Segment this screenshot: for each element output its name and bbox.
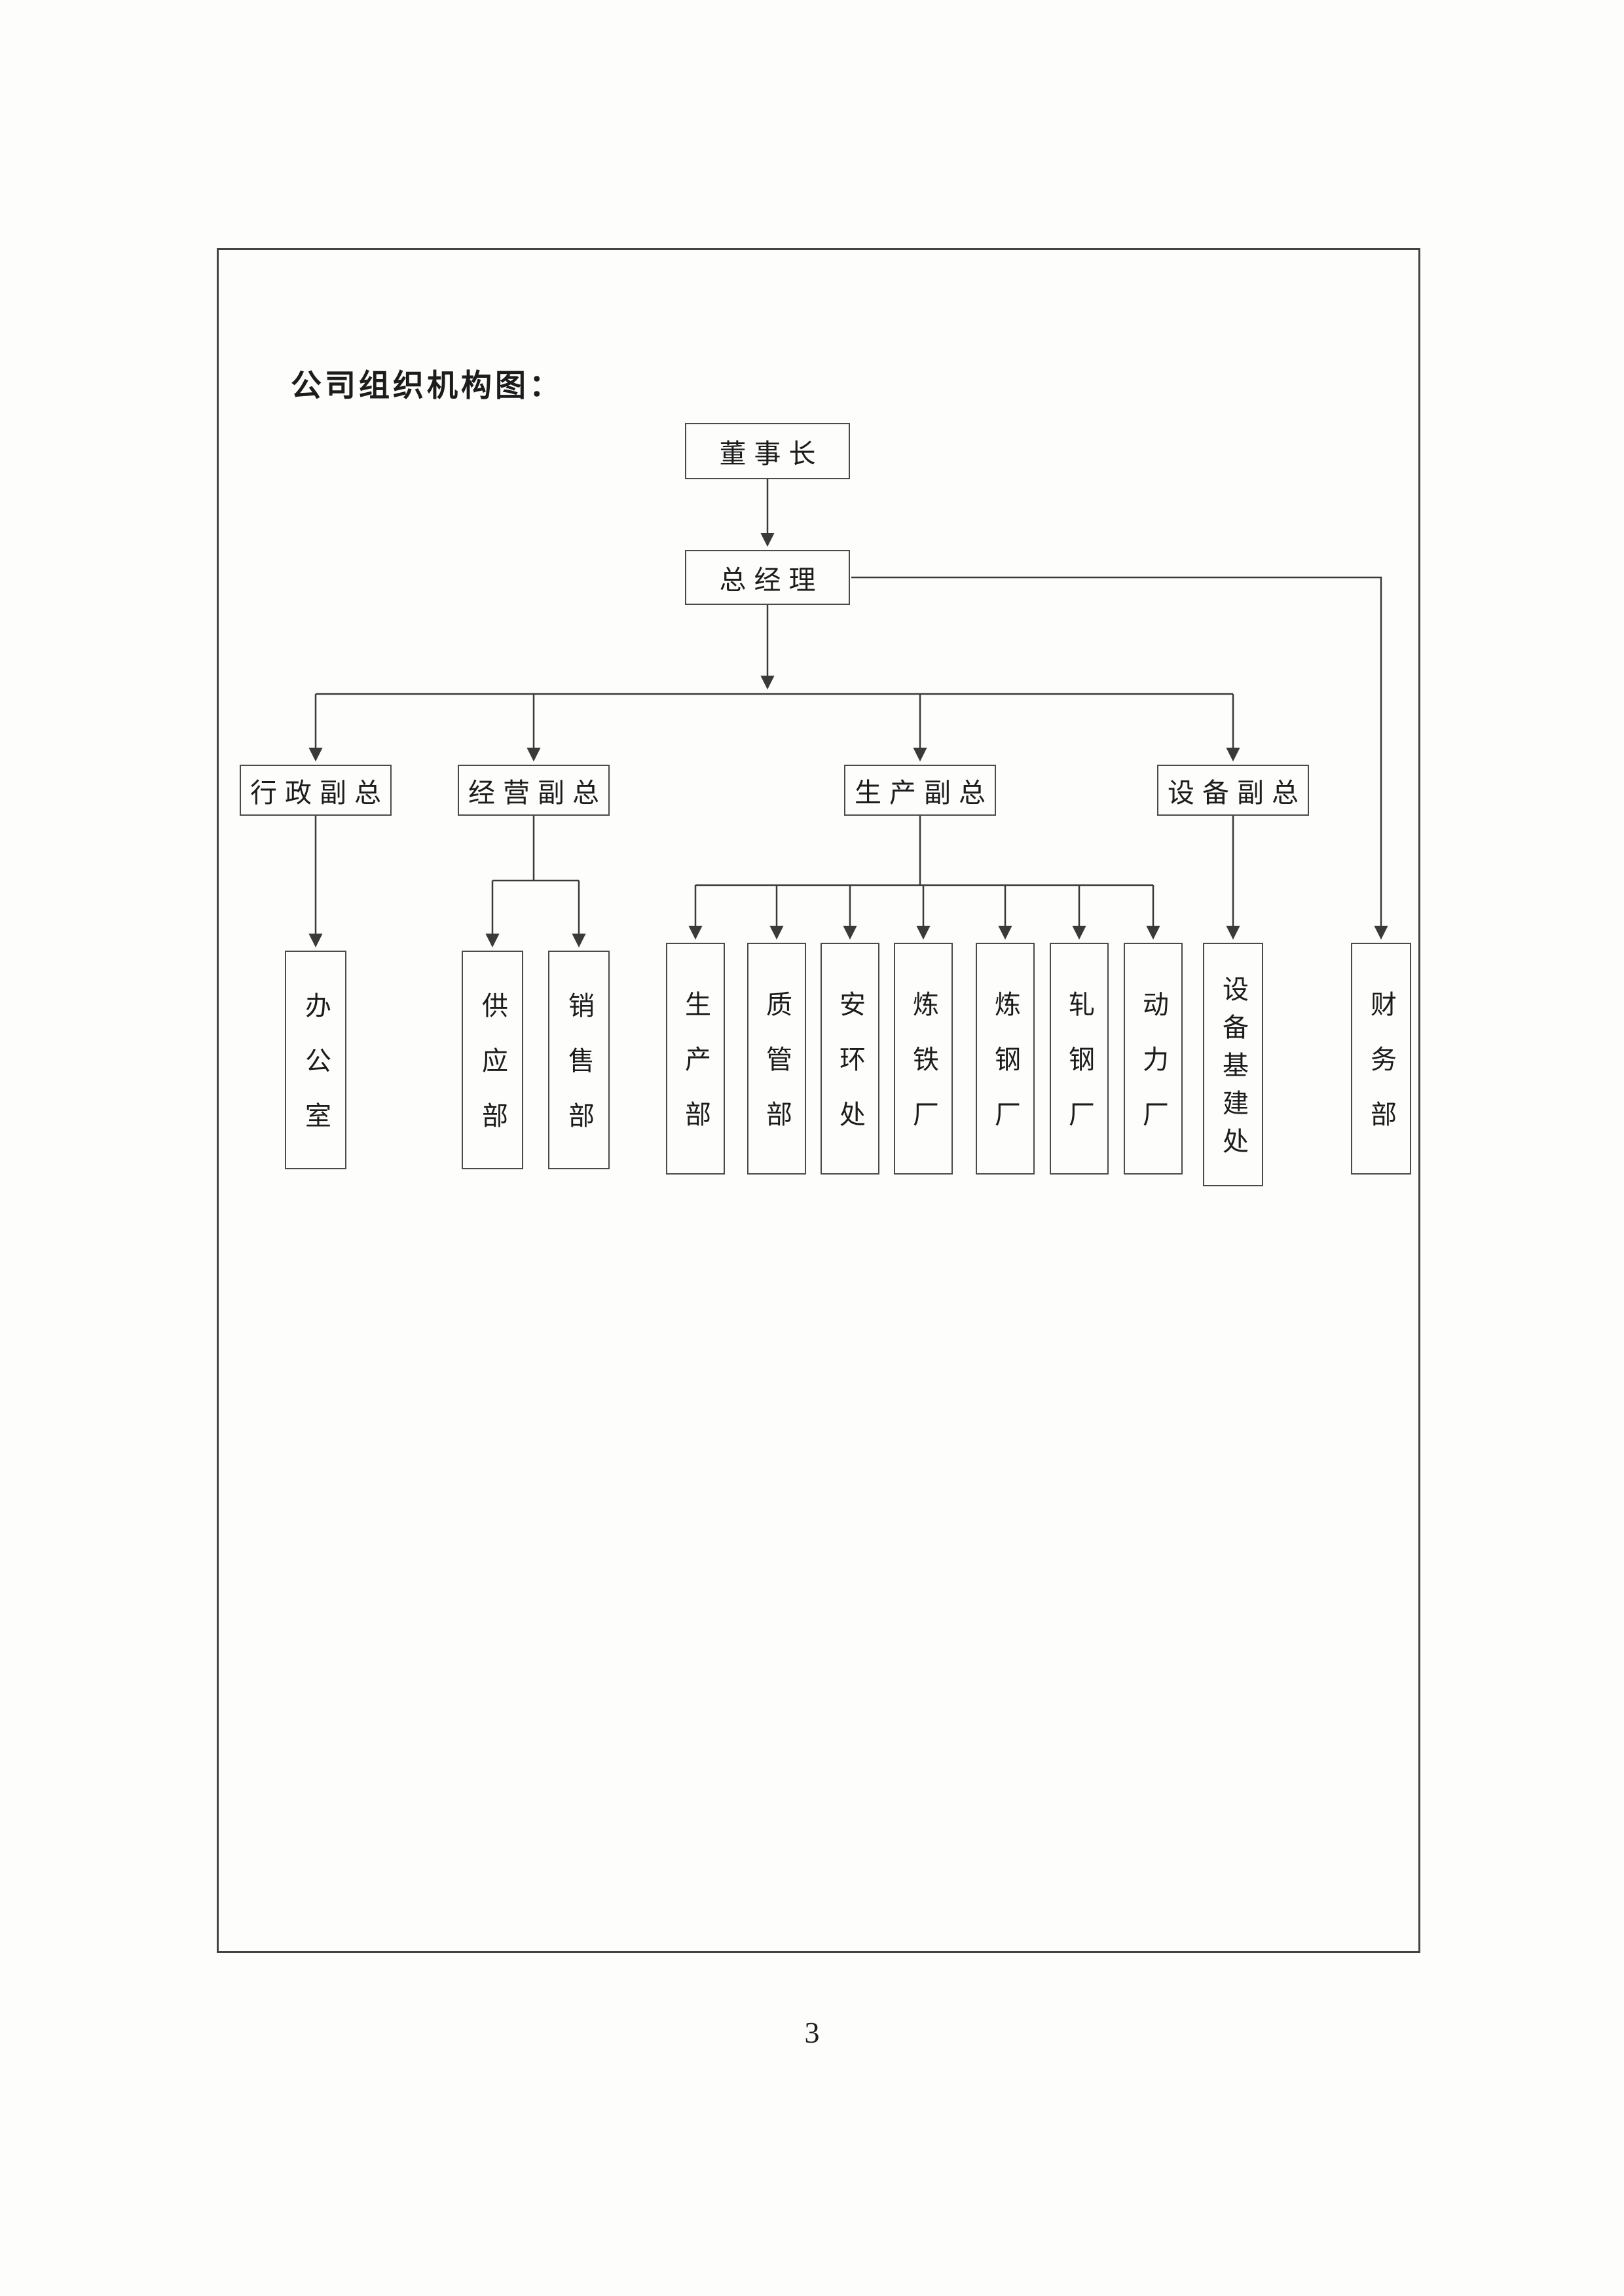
org-node-sales-dept: 销售部 bbox=[548, 951, 610, 1169]
org-node-equipment-infra-office: 设备基建处 bbox=[1203, 943, 1263, 1186]
page-number: 3 bbox=[804, 2016, 820, 2049]
org-node-finance-dept: 财务部 bbox=[1351, 943, 1411, 1175]
org-node-steel-plant: 炼钢厂 bbox=[976, 943, 1035, 1175]
org-node-admin-vp: 行政副总 bbox=[240, 765, 392, 816]
org-node-power-plant: 动力厂 bbox=[1124, 943, 1183, 1175]
document-border-frame bbox=[217, 248, 1420, 1953]
org-node-office: 办公室 bbox=[285, 951, 346, 1169]
org-node-production-vp: 生产副总 bbox=[844, 765, 996, 816]
org-node-rolling-plant: 轧钢厂 bbox=[1050, 943, 1109, 1175]
org-node-quality-dept: 质管部 bbox=[747, 943, 806, 1175]
org-node-supply-dept: 供应部 bbox=[462, 951, 523, 1169]
org-node-production-dept: 生产部 bbox=[666, 943, 725, 1175]
org-node-general-manager: 总经理 bbox=[685, 550, 850, 605]
org-node-iron-plant: 炼铁厂 bbox=[894, 943, 953, 1175]
org-node-equipment-vp: 设备副总 bbox=[1157, 765, 1309, 816]
org-node-chairman: 董事长 bbox=[685, 423, 850, 479]
org-node-safety-env-office: 安环处 bbox=[821, 943, 879, 1175]
org-node-operations-vp: 经营副总 bbox=[458, 765, 610, 816]
chart-title: 公司组织机构图： bbox=[291, 369, 563, 403]
